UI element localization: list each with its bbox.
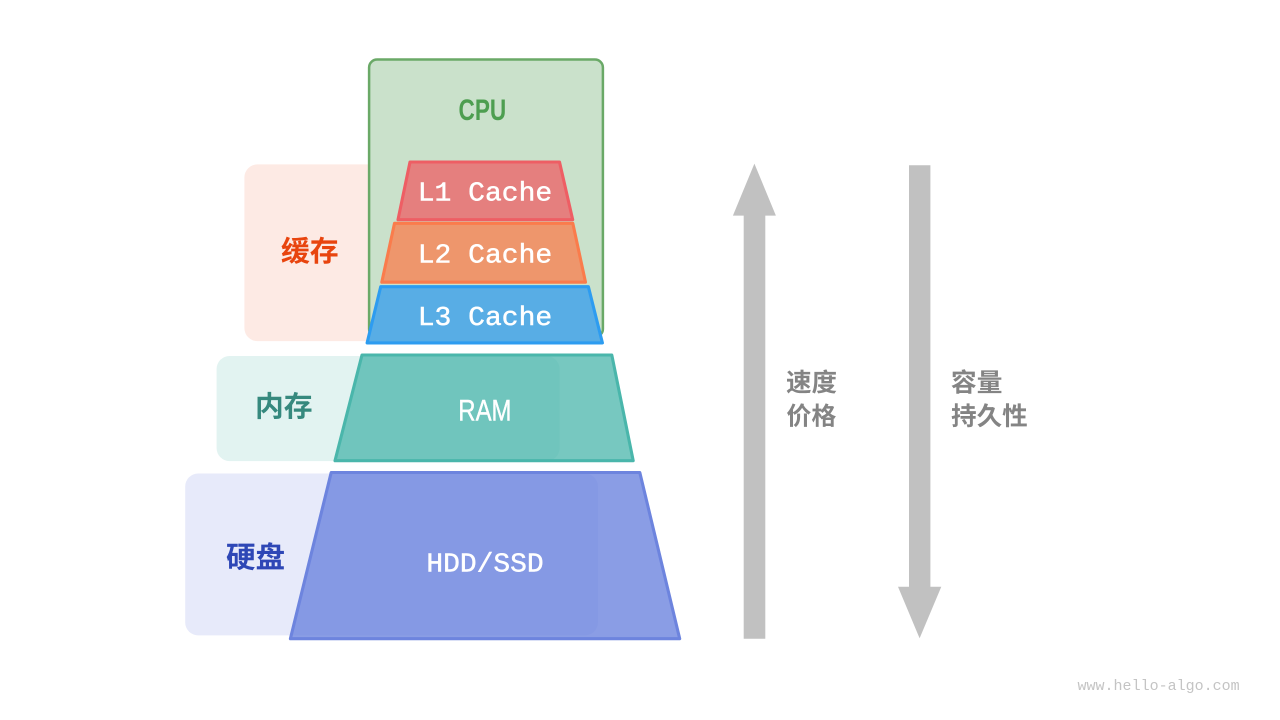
svg-text:RAM: RAM: [458, 395, 511, 428]
svg-text:CPU: CPU: [459, 94, 507, 127]
svg-text:L1 Cache: L1 Cache: [418, 179, 553, 209]
svg-text:L2 Cache: L2 Cache: [418, 241, 553, 271]
svg-text:HDD/SSD: HDD/SSD: [426, 550, 543, 580]
svg-text:www.hello-algo.com: www.hello-algo.com: [1078, 678, 1240, 695]
svg-text:L3 Cache: L3 Cache: [418, 303, 553, 333]
